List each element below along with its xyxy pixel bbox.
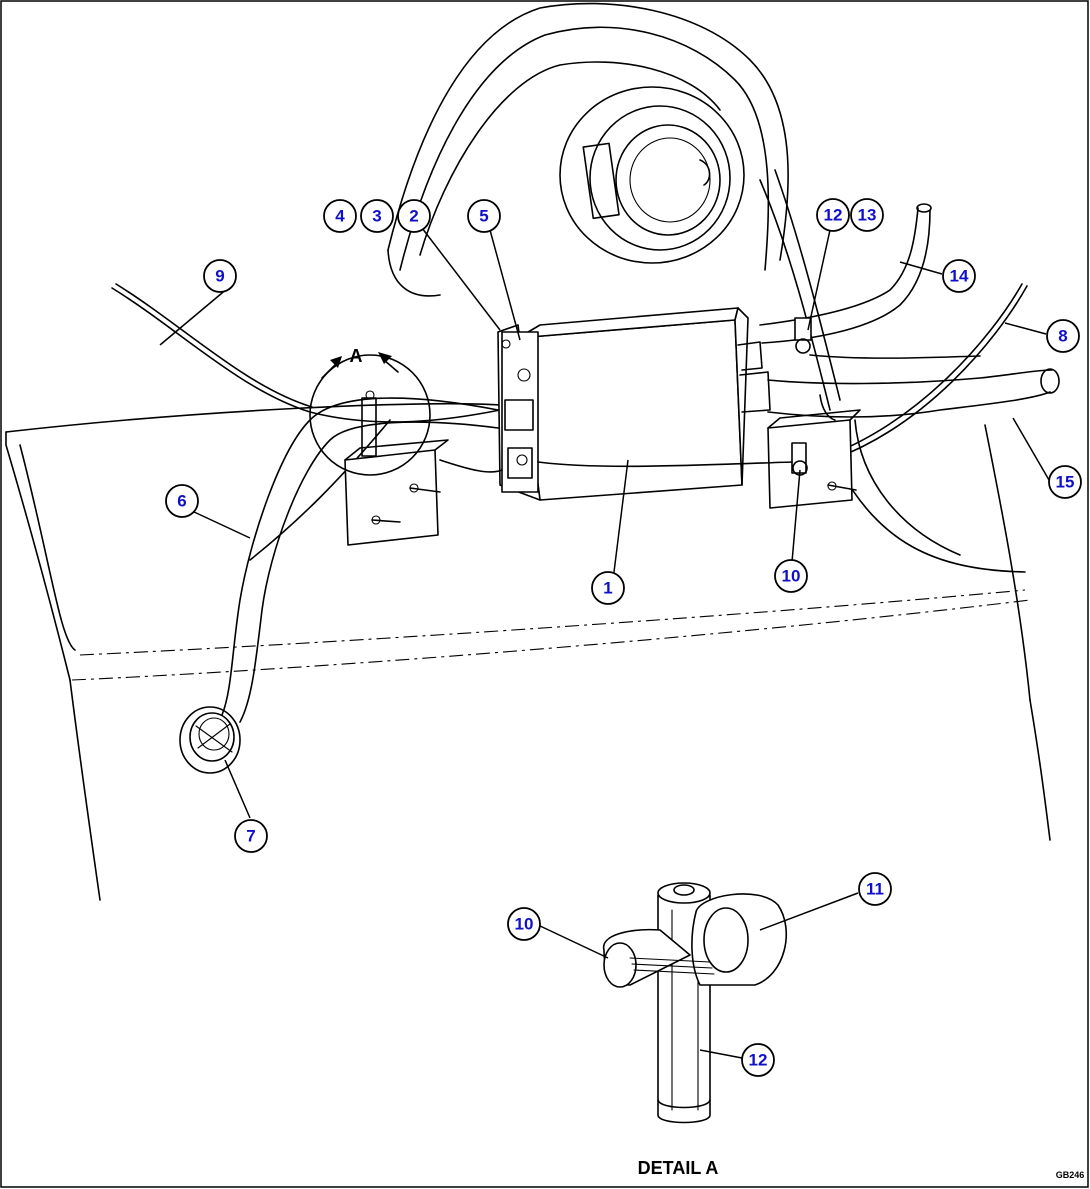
svg-text:9: 9 — [215, 267, 224, 286]
svg-text:4: 4 — [335, 207, 345, 226]
svg-text:7: 7 — [246, 827, 255, 846]
leader-lines — [159, 227, 1050, 1059]
callout-10-detail: 10 — [507, 907, 541, 941]
callout-4: 4 — [323, 199, 357, 233]
harness-15 — [767, 368, 1060, 421]
svg-text:6: 6 — [177, 492, 186, 511]
svg-text:3: 3 — [372, 207, 381, 226]
callout-12-detail: 12 — [741, 1043, 775, 1077]
svg-text:13: 13 — [858, 206, 877, 225]
frame-body — [5, 402, 1051, 901]
svg-text:15: 15 — [1056, 473, 1075, 492]
bracket-left — [344, 397, 449, 546]
svg-text:11: 11 — [866, 880, 884, 899]
callout-11: 11 — [858, 872, 892, 906]
figure-code: GB246 — [1056, 1170, 1085, 1180]
callout-8: 8 — [1046, 319, 1080, 353]
clamp-12-top — [794, 317, 812, 354]
callout-3: 3 — [360, 199, 394, 233]
svg-text:14: 14 — [950, 267, 969, 286]
svg-text:12: 12 — [749, 1051, 768, 1070]
callout-13: 13 — [850, 198, 884, 232]
svg-text:12: 12 — [824, 206, 843, 225]
harness-6 — [221, 397, 499, 723]
view-marker-a: A — [350, 346, 363, 366]
grommet-7 — [179, 706, 241, 774]
callout-6: 6 — [165, 484, 199, 518]
svg-text:2: 2 — [409, 207, 418, 226]
svg-text:10: 10 — [782, 567, 801, 586]
detail-title: DETAIL A — [638, 1158, 719, 1178]
callout-2: 2 — [397, 199, 431, 233]
callout-10-top: 10 — [774, 559, 808, 593]
svg-text:1: 1 — [603, 579, 612, 598]
svg-text:5: 5 — [479, 207, 488, 226]
callout-7: 7 — [234, 819, 268, 853]
bracket-right — [767, 409, 861, 509]
detail-a-drawing — [603, 882, 787, 1124]
callout-9: 9 — [203, 259, 237, 293]
callout-5: 5 — [467, 199, 501, 233]
callout-15: 15 — [1048, 465, 1082, 499]
pivot-arm — [387, 2, 841, 411]
wire-link — [537, 461, 793, 468]
detail-a-circle — [309, 352, 431, 476]
callout-12-top: 12 — [816, 198, 850, 232]
svg-text:10: 10 — [515, 915, 534, 934]
svg-text:8: 8 — [1058, 327, 1067, 346]
callout-1: 1 — [591, 571, 625, 605]
controller-unit — [497, 307, 771, 501]
callout-14: 14 — [942, 259, 976, 293]
